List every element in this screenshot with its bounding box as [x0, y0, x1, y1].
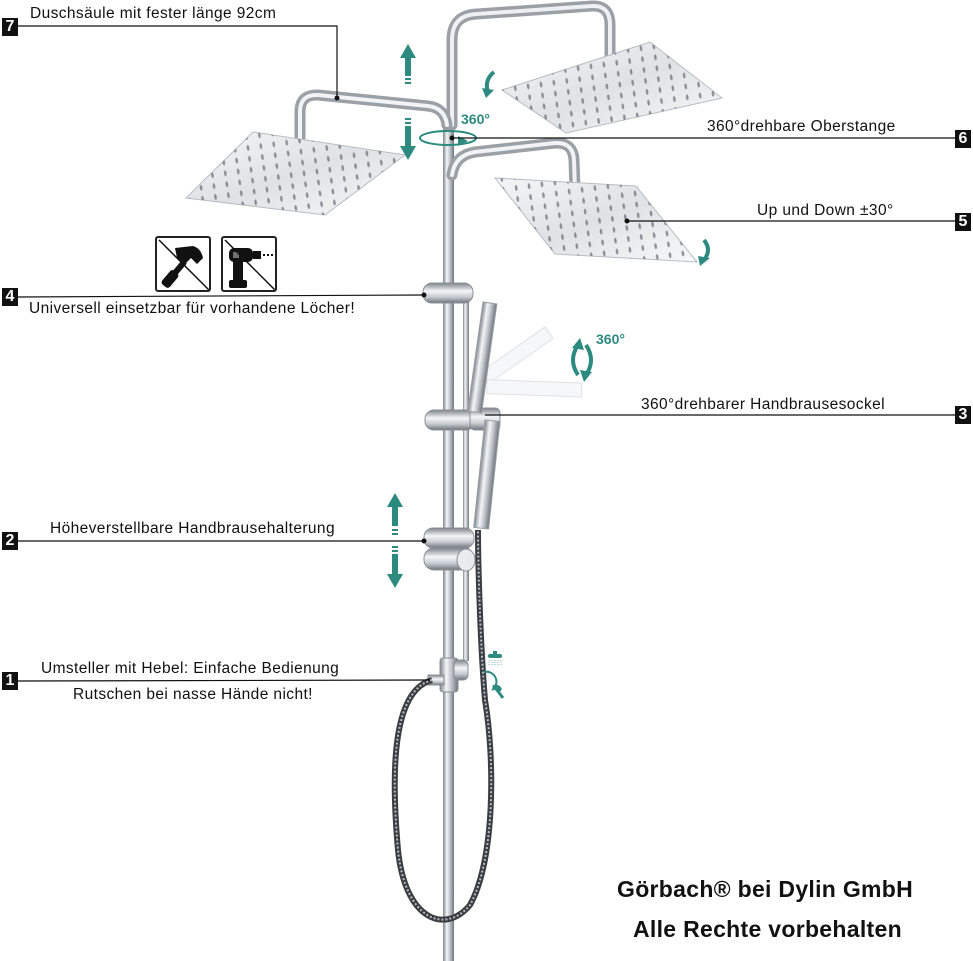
callout-label-5: Up und Down ±30° [757, 202, 894, 219]
callout-badge-5: 5 [955, 213, 971, 231]
tilt-arrow-bottom [702, 238, 710, 262]
callout-label-2: Höheverstellbare Handbrausehalterung [50, 520, 335, 537]
callout-badge-6: 6 [955, 130, 971, 148]
handshower-holder [424, 409, 476, 431]
copyright-notice: Alle Rechte vorbehalten [633, 916, 902, 942]
leader-lines [17, 25, 955, 682]
callout-label-4: Universell einsetzbar für vorhandene Löc… [29, 300, 356, 317]
up-down-arrows-top [400, 44, 416, 160]
hand-shower [473, 419, 501, 530]
up-down-arrows-holder [387, 493, 403, 588]
height-adjustable-holder [423, 527, 475, 549]
shower-hose [391, 529, 495, 923]
rotation-label-hand: 360° [596, 331, 625, 347]
callout-label-1: Umsteller mit Hebel: Einfache Bedienung [41, 660, 340, 677]
callout-badge-7: 7 [2, 18, 18, 36]
callout-sublabel-1: Rutschen bei nasse Hände nicht! [73, 686, 313, 703]
copyright-company: Görbach® bei Dylin GmbH [617, 876, 914, 902]
callout-label-7: Duschsäule mit fester länge 92cm [30, 5, 277, 22]
rotation-label-top: 360° [461, 111, 490, 127]
callout-label-6: 360°drehbare Oberstange [707, 118, 896, 135]
wall-bracket-top [422, 282, 474, 304]
hand-shower-rotated [467, 301, 498, 414]
callout-badge-3: 3 [955, 406, 971, 424]
no-hammer-icon [155, 236, 211, 292]
rotation-arrows-hand [571, 343, 580, 377]
callout-badge-1: 1 [2, 672, 18, 690]
diverter-mode-icons [483, 651, 505, 699]
callout-badge-2: 2 [2, 532, 18, 550]
callout-label-3: 360°drehbarer Handbrausesockel [641, 396, 885, 413]
no-drill-icon [221, 236, 277, 292]
callout-badge-4: 4 [2, 288, 18, 306]
